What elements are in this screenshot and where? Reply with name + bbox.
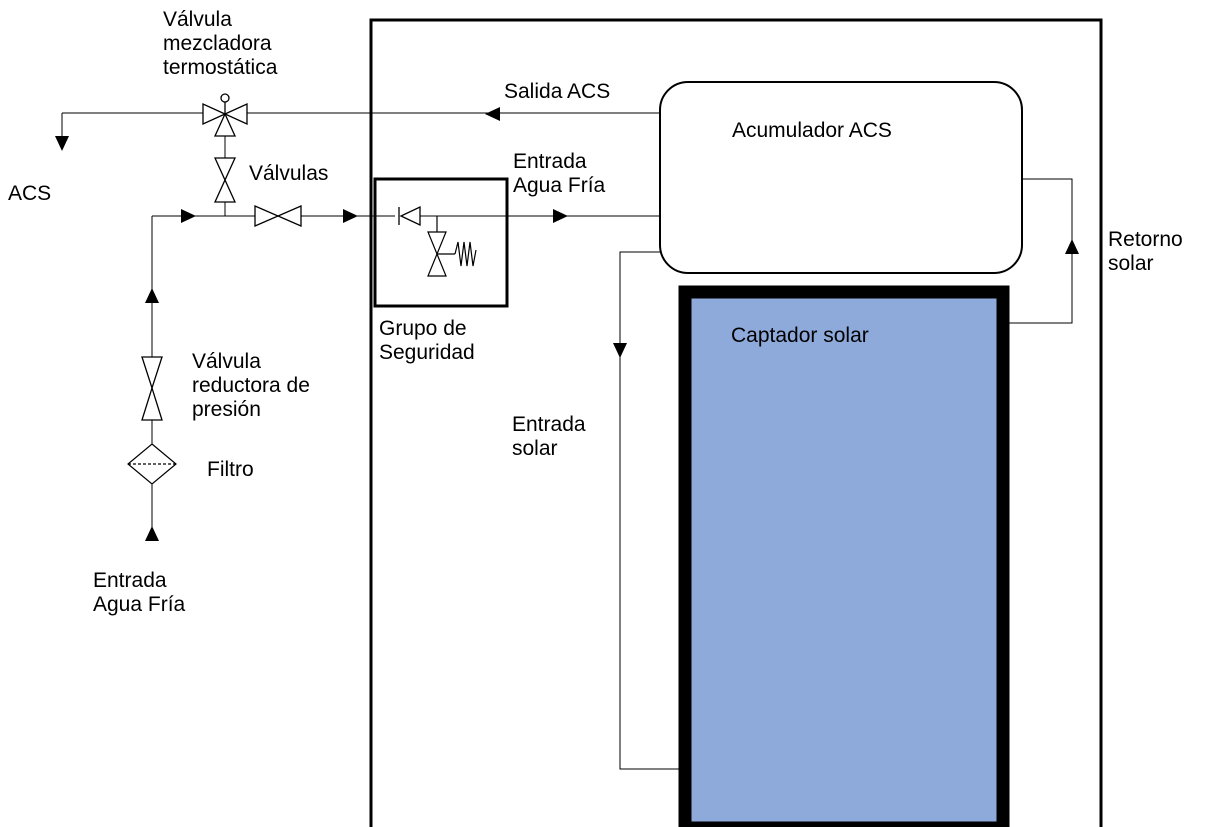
valve-horizontal-icon — [254, 205, 302, 227]
arrow-to-acumulador — [553, 209, 568, 223]
safety-valve-icon — [427, 216, 477, 277]
check-valve-icon — [398, 205, 421, 227]
valve-vertical-icon — [213, 157, 237, 203]
label-acs: ACS — [8, 182, 52, 205]
arrow-entrada-solar — [613, 343, 627, 358]
pipe-salida-acs — [61, 112, 660, 136]
enclosure-outline — [369, 18, 1103, 827]
pipe-entrada-solar — [619, 251, 685, 770]
grupo-seguridad-box — [373, 177, 509, 308]
label-captador-solar: Captador solar — [731, 324, 869, 347]
label-valvula-mezcladora: Válvula mezcladora termostática — [163, 8, 278, 79]
label-valvulas: Válvulas — [249, 162, 329, 185]
captador-solar-panel — [678, 285, 1010, 827]
label-salida-acs: Salida ACS — [504, 80, 611, 103]
acumulador-tank — [659, 81, 1023, 274]
arrow-acs-out — [55, 136, 69, 151]
arrow-inlet-bottom — [145, 526, 159, 541]
pressure-reducing-valve-icon — [141, 356, 163, 421]
label-valvula-reductora: Válvula reductora de presión — [192, 350, 310, 421]
arrow-salida-acs — [485, 107, 500, 121]
arrow-inlet-corner — [181, 209, 196, 223]
arrow-to-grupo — [343, 209, 358, 223]
label-acumulador: Acumulador ACS — [732, 119, 892, 142]
arrow-retorno-solar — [1065, 239, 1079, 254]
label-grupo-seguridad: Grupo de Seguridad — [379, 317, 475, 364]
label-entrada-agua-fria-top: Entrada Agua Fría — [513, 150, 606, 197]
arrow-inlet-mid — [145, 288, 159, 303]
label-filtro: Filtro — [207, 458, 254, 481]
thermostatic-mixing-valve-icon — [202, 93, 248, 137]
label-retorno-solar: Retorno solar — [1108, 228, 1183, 275]
label-entrada-agua-fria-bottom: Entrada Agua Fría — [93, 569, 186, 616]
filter-icon — [127, 443, 177, 485]
label-entrada-solar: Entrada solar — [512, 413, 586, 460]
